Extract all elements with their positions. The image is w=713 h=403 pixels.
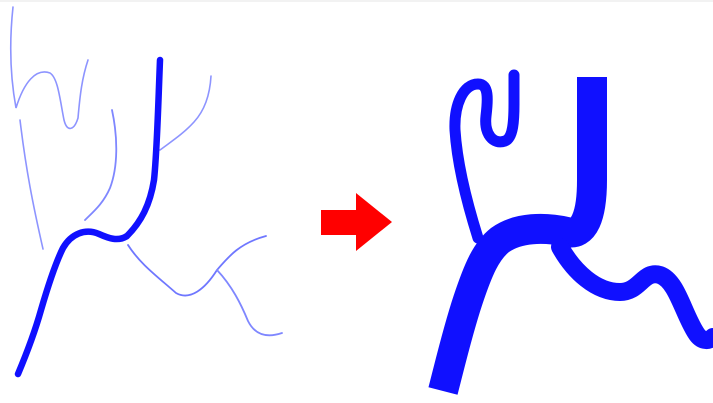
right-thick-vessel [428,69,713,395]
thin-branch-center [84,109,118,221]
thin-branch-top-right [159,75,212,151]
left-vessel-tree [9,6,283,378]
thick-vessel-lower-branch [551,238,713,350]
top-divider [0,0,713,2]
main-vessel-trunk [14,56,164,378]
thin-branch-top-left-loop [9,6,89,130]
thin-branch-lower-right [127,235,267,297]
right-arrow-icon [321,193,392,251]
thin-branch-left-descender [19,119,44,250]
thin-branch-lower-right-tail [216,269,283,337]
thick-vessel-main-trunk [428,77,607,395]
thick-vessel-upper-loop [449,69,520,244]
